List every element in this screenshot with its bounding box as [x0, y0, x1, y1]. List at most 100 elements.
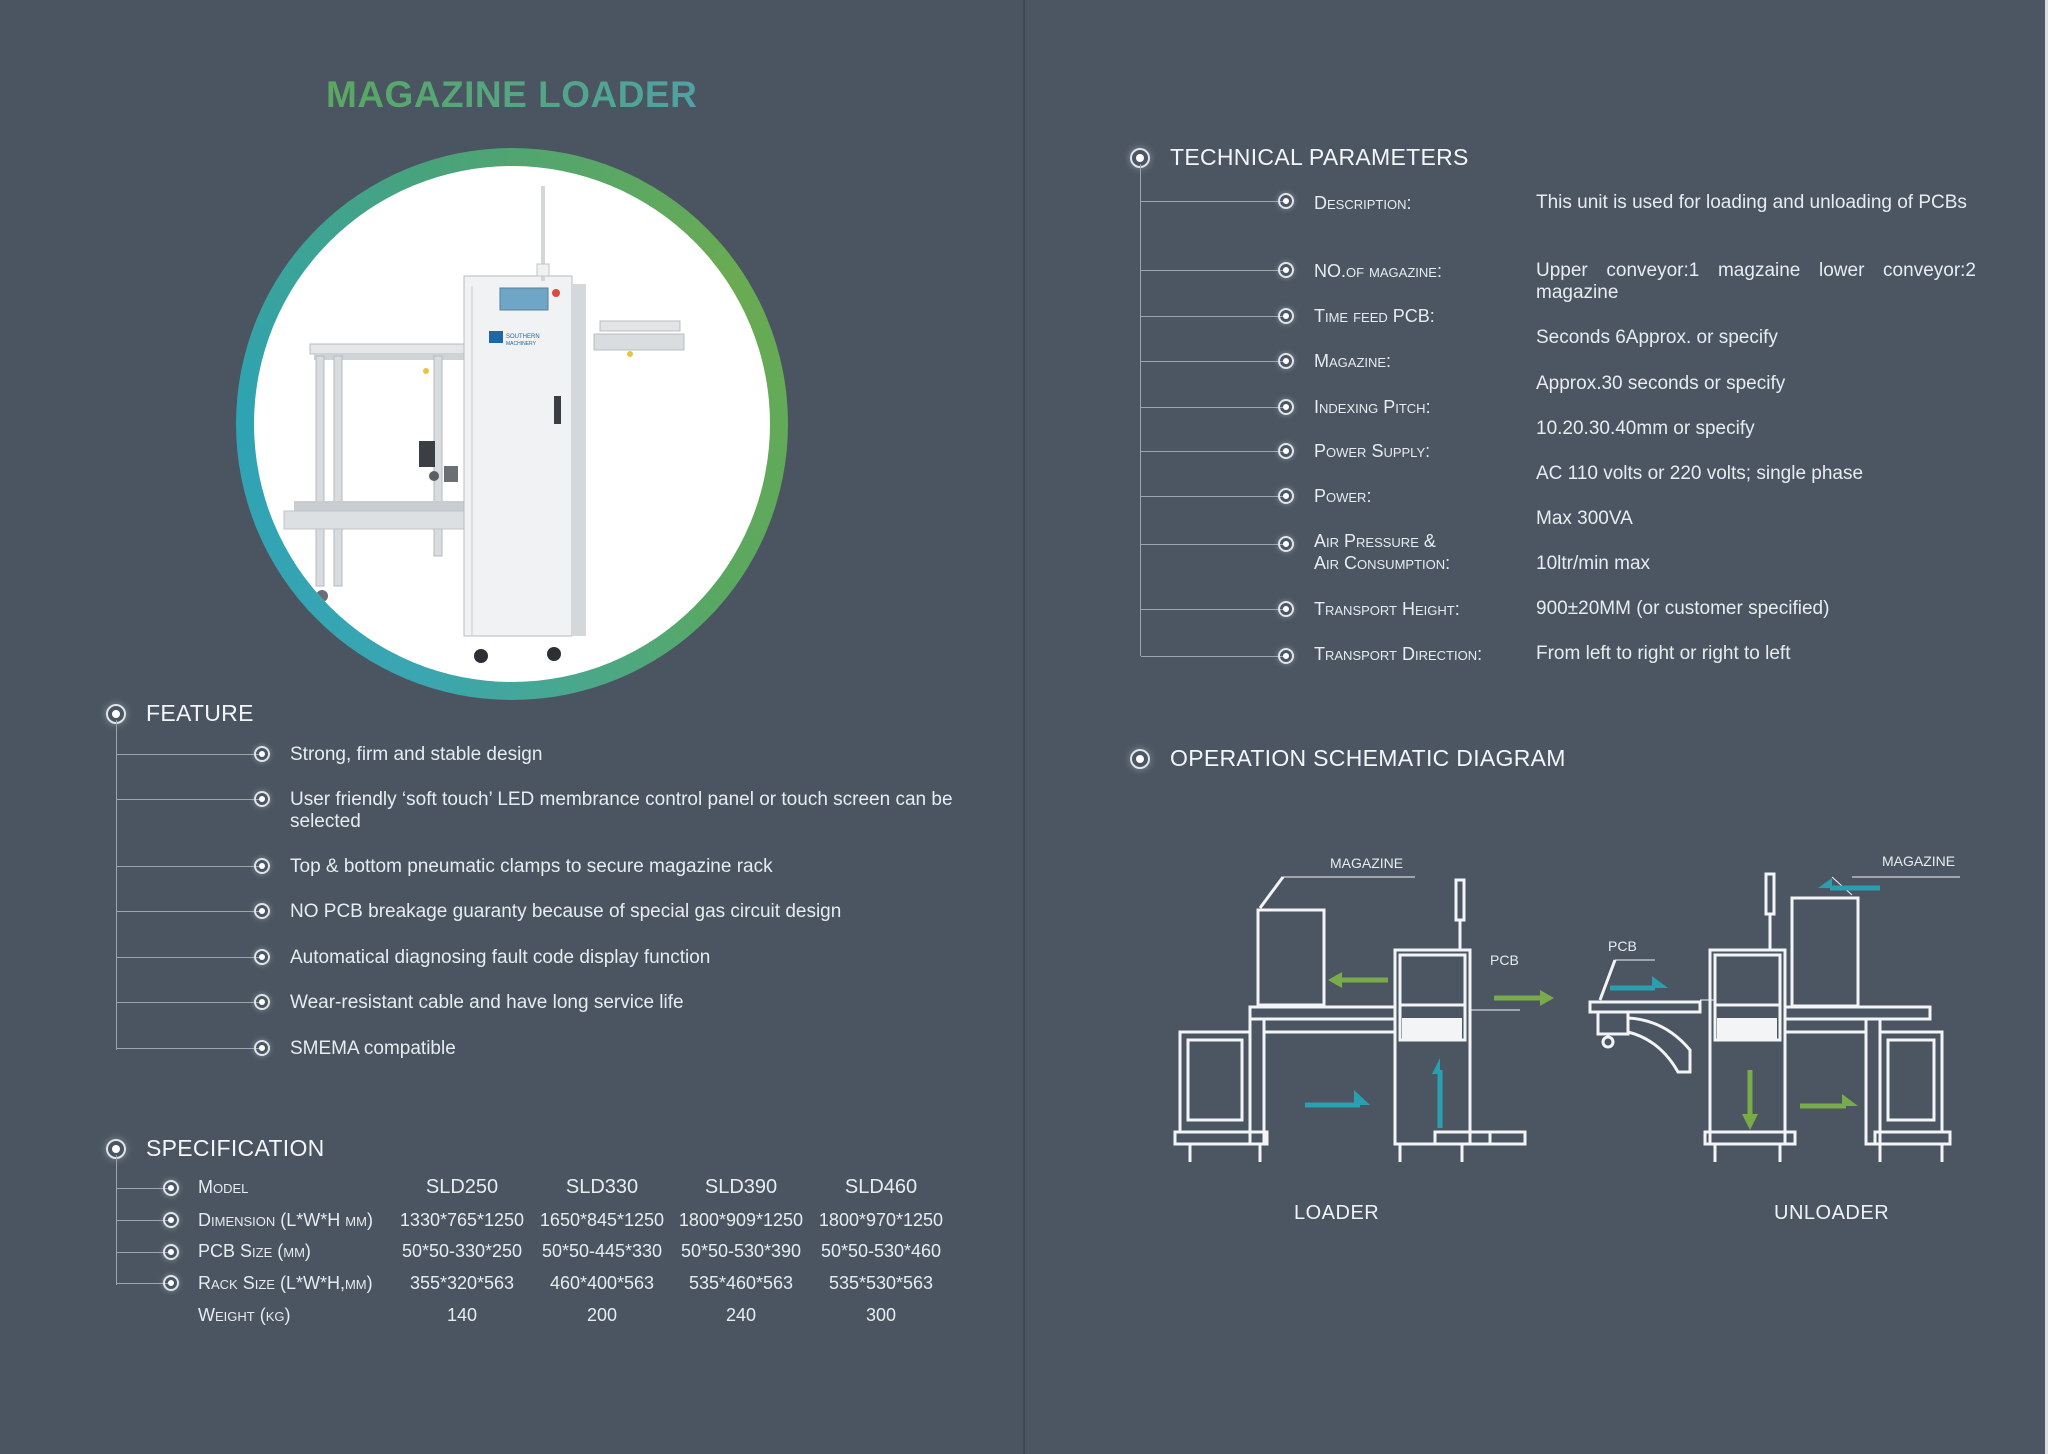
bullet-icon	[254, 858, 270, 874]
feature-heading: FEATURE	[106, 700, 254, 727]
spec-cell: 50*50-530*390	[680, 1241, 802, 1261]
spec-cell: 240	[725, 1305, 757, 1325]
bullet-icon	[254, 746, 270, 762]
feature-item: Wear-resistant cable and have long servi…	[290, 992, 684, 1013]
tp-value: Max 300VA	[1536, 508, 1633, 529]
diagram-heading: OPERATION SCHEMATIC DIAGRAM	[1130, 745, 1566, 772]
tp-label: Description:	[1314, 193, 1412, 213]
tp-label: Transport Direction:	[1314, 644, 1483, 664]
spec-cell: 50*50-330*250	[401, 1241, 523, 1261]
bullet-icon	[1278, 262, 1294, 278]
tp-value: Seconds 6Approx. or specify	[1536, 327, 1778, 348]
feature-item: Strong, firm and stable design	[290, 744, 543, 765]
feature-connector	[117, 799, 262, 800]
spec-cell: 1800*970*1250	[818, 1210, 944, 1230]
spec-cell: 535*530*563	[828, 1273, 934, 1293]
loader-magazine-label: MAGAZINE	[1330, 855, 1404, 871]
bullet-icon	[1278, 536, 1294, 552]
spec-cell: 50*50-445*330	[541, 1241, 663, 1261]
feature-connector	[117, 754, 262, 755]
page-fold	[1023, 0, 1025, 1454]
feature-connector	[117, 1002, 262, 1003]
page-title: MAGAZINE LOADER	[326, 74, 698, 115]
tp-connector	[1141, 316, 1286, 317]
spec-cell: 1650*845*1250	[539, 1210, 665, 1230]
bullet-icon	[1278, 308, 1294, 324]
page-edge	[2045, 0, 2048, 1454]
spec-cell: SLD330	[565, 1176, 639, 1198]
spec-row-label: Rack Size (L*W*H,mm)	[198, 1273, 373, 1293]
section-bullet-icon	[1130, 748, 1150, 769]
feature-connector	[117, 957, 262, 958]
tp-connector	[1141, 201, 1286, 202]
loader-caption: LOADER	[1294, 1202, 1380, 1224]
spec-row-label: Model	[198, 1177, 249, 1197]
spec-cell: SLD460	[844, 1176, 918, 1198]
spec-row-label: Weight (kg)	[198, 1305, 291, 1325]
spec-cell: SLD390	[704, 1176, 778, 1198]
feature-item: Top & bottom pneumatic clamps to secure …	[290, 856, 773, 877]
spec-cell: 140	[446, 1305, 478, 1325]
tp-value: Approx.30 seconds or specify	[1536, 373, 1786, 394]
tp-label: Indexing Pitch:	[1314, 397, 1431, 417]
spec-cell: 50*50-530*460	[820, 1241, 942, 1261]
tp-label: Transport Height:	[1314, 599, 1460, 619]
bullet-icon	[1278, 648, 1294, 664]
tp-label: Time feed PCB:	[1314, 306, 1435, 326]
tp-connector	[1141, 451, 1286, 452]
feature-connector	[117, 866, 262, 867]
bullet-icon	[1278, 193, 1294, 209]
product-image: SOUTHERN MACHINERY	[254, 166, 770, 682]
bullet-icon	[254, 994, 270, 1010]
feature-item: Automatical diagnosing fault code displa…	[290, 947, 711, 968]
tp-value: 10ltr/min max	[1536, 553, 1651, 574]
tp-connector	[1141, 609, 1286, 610]
spec-cell: 1800*909*1250	[678, 1210, 804, 1230]
technical-tree-line	[1140, 164, 1141, 656]
tp-label: Air Consumption:	[1314, 553, 1451, 573]
bullet-icon	[1278, 601, 1294, 617]
spec-row-label: Dimension (L*W*H mm)	[198, 1210, 373, 1230]
bullet-icon	[254, 903, 270, 919]
tp-label: Air Pressure &	[1314, 531, 1436, 551]
bullet-icon	[1278, 399, 1294, 415]
tp-connector	[1141, 361, 1286, 362]
unloader-pcb-label: PCB	[1608, 938, 1637, 954]
tp-value: 900±20MM (or customer specified)	[1536, 598, 1830, 619]
loader-pcb-label: PCB	[1490, 952, 1519, 968]
spec-row-label: PCB Size (mm)	[198, 1241, 311, 1261]
feature-tree-line	[116, 720, 117, 1050]
tp-connector	[1141, 496, 1286, 497]
bullet-icon	[163, 1244, 179, 1260]
tp-connector	[1141, 270, 1286, 271]
tp-label: Power:	[1314, 486, 1372, 506]
loader-schematic	[1173, 876, 1554, 1162]
bullet-icon	[254, 1040, 270, 1056]
spec-cell: 535*460*563	[688, 1273, 794, 1293]
tp-connector	[1141, 656, 1286, 657]
unloader-caption: UNLOADER	[1774, 1202, 1890, 1224]
bullet-icon	[163, 1212, 179, 1228]
right-page	[1025, 0, 2048, 1454]
spec-cell: 200	[586, 1305, 618, 1325]
tp-value: This unit is used for loading and unload…	[1536, 192, 1967, 213]
spec-tree-line	[116, 1155, 117, 1285]
tp-value: 10.20.30.40mm or specify	[1536, 418, 1755, 439]
bullet-icon	[163, 1275, 179, 1291]
tp-label: Magazine:	[1314, 351, 1392, 371]
spec-cell: 300	[865, 1305, 897, 1325]
technical-heading: TECHNICAL PARAMETERS	[1130, 144, 1469, 171]
spec-cell: 1330*765*1250	[399, 1210, 525, 1230]
bullet-icon	[1278, 353, 1294, 369]
spec-connector	[117, 1188, 171, 1189]
spec-connector	[117, 1220, 171, 1221]
bullet-icon	[1278, 443, 1294, 459]
feature-item: User friendly ‘soft touch’ LED membrance…	[290, 789, 953, 832]
bullet-icon	[254, 791, 270, 807]
tp-label: Power Supply:	[1314, 441, 1431, 461]
bullet-icon	[163, 1180, 179, 1196]
feature-connector	[117, 911, 262, 912]
feature-item: SMEMA compatible	[290, 1038, 456, 1059]
spec-cell: 460*400*563	[549, 1273, 655, 1293]
unloader-schematic	[1588, 872, 1960, 1162]
